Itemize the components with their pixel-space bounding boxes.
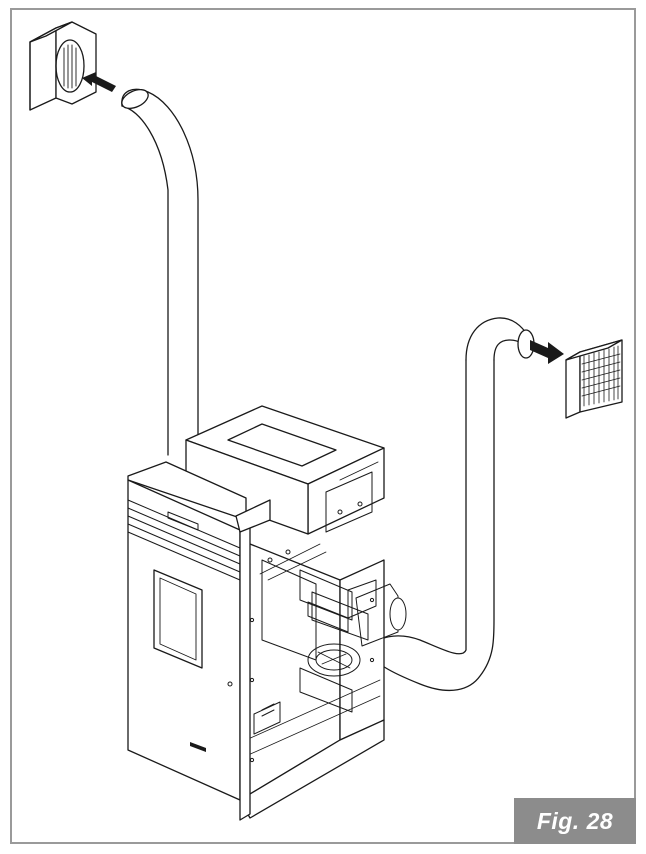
exhaust-arrow-icon xyxy=(530,340,564,364)
exhaust-wall-grille xyxy=(565,339,623,419)
intake-wall-grille xyxy=(29,21,97,111)
intake-arrow-icon xyxy=(82,72,116,92)
figure-label: Fig. 28 xyxy=(514,798,636,844)
intake-duct xyxy=(121,88,199,456)
pellet-stove xyxy=(127,405,407,821)
